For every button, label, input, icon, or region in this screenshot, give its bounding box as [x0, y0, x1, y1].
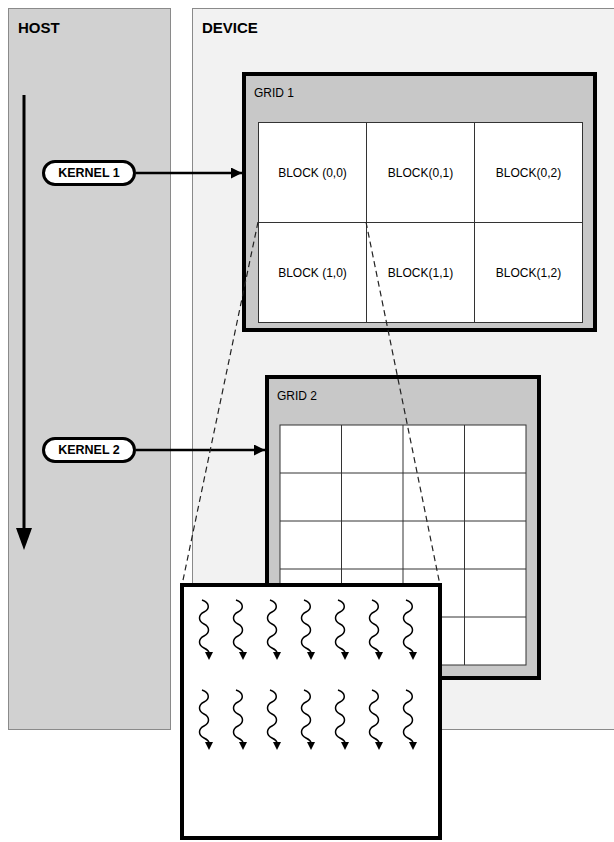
- kernel-pill: KERNEL 1: [42, 160, 136, 186]
- launch-arrow: [136, 449, 265, 452]
- panel-label: DEVICE: [202, 19, 258, 36]
- grid-line: [280, 521, 526, 522]
- block-cell: BLOCK (0,0): [258, 122, 367, 223]
- kernel-label: KERNEL 2: [58, 443, 120, 457]
- thread-symbol: [302, 600, 316, 660]
- grid-line: [464, 425, 465, 665]
- block-label: BLOCK (1,0): [277, 265, 348, 281]
- grid-label: GRID 1: [254, 86, 294, 100]
- thread-symbol: [268, 690, 282, 750]
- grid-line: [403, 425, 404, 665]
- thread-symbol: [336, 690, 350, 750]
- block-cell: BLOCK (1,0): [258, 222, 367, 323]
- thread-symbol: [302, 690, 316, 750]
- thread-symbol: [234, 690, 248, 750]
- panel-label: HOST: [18, 19, 60, 36]
- block-label: BLOCK(1,2): [495, 265, 562, 281]
- host-panel: KERNEL 1 KERNEL 2 HOST: [8, 8, 171, 730]
- grid-cells: [280, 425, 526, 665]
- grid-line: [280, 569, 526, 570]
- timeline-arrowhead: [16, 528, 32, 550]
- thread-symbol: [336, 600, 350, 660]
- grid-box: GRID 2: [265, 375, 541, 680]
- kernel-label: KERNEL 1: [58, 166, 120, 180]
- thread-symbol: [268, 600, 282, 660]
- thread-symbol: [234, 600, 248, 660]
- launch-arrow: [136, 172, 242, 175]
- block-label: BLOCK (0,0): [277, 165, 348, 181]
- grid-line: [280, 473, 526, 474]
- zoom-leader: [182, 222, 258, 585]
- thread-symbol: [370, 690, 384, 750]
- grid-line: [280, 617, 526, 618]
- block-label: BLOCK(1,1): [387, 265, 454, 281]
- thread-symbol: [200, 600, 214, 660]
- grid-label: GRID 2: [277, 389, 317, 403]
- zoom-box: [182, 585, 440, 838]
- thread-symbol: [404, 690, 418, 750]
- thread-symbol: [404, 600, 418, 660]
- block-cell: BLOCK(0,2): [474, 122, 583, 223]
- device-ground: [193, 9, 614, 730]
- device-panel: BLOCK (0,0) BLOCK(0,1) BLOCK(0,2) BLOCK (1,…: [192, 8, 614, 730]
- grid-line: [341, 425, 342, 665]
- zoom-leader: [366, 222, 440, 585]
- block-cell: BLOCK(0,1): [366, 122, 475, 223]
- block-label: BLOCK(0,1): [387, 165, 454, 181]
- timeline-line: [23, 95, 26, 532]
- host-ground: [9, 9, 171, 730]
- thread-symbol: [200, 690, 214, 750]
- kernel-pill: KERNEL 2: [42, 437, 136, 463]
- block-cell: BLOCK(1,1): [366, 222, 475, 323]
- block-cell: BLOCK(1,2): [474, 222, 583, 323]
- block-label: BLOCK(0,2): [495, 165, 562, 181]
- grid-box: BLOCK (0,0) BLOCK(0,1) BLOCK(0,2) BLOCK (1,…: [242, 72, 597, 332]
- thread-symbol: [370, 600, 384, 660]
